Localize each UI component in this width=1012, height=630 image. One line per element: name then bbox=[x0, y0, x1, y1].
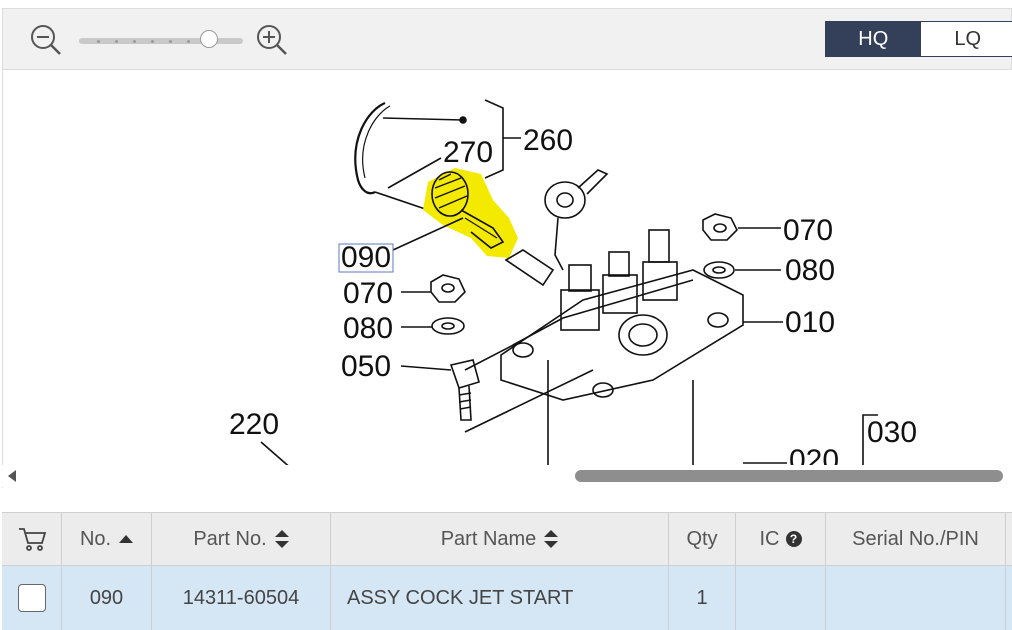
callout-080-left[interactable]: 080 bbox=[343, 312, 393, 345]
callout-080-right[interactable]: 080 bbox=[785, 254, 835, 287]
callout-050[interactable]: 050 bbox=[341, 350, 391, 383]
callout-260[interactable]: 260 bbox=[523, 124, 573, 157]
slider-tick bbox=[187, 39, 190, 43]
table-header-row: No. Part No. Part Name Qty IC ? Serial N… bbox=[2, 512, 1012, 566]
column-header-qty: Qty bbox=[669, 513, 736, 565]
header-ic-label: IC bbox=[759, 527, 780, 550]
diagram-horizontal-scrollbar[interactable] bbox=[2, 465, 1012, 487]
row-select-cell bbox=[2, 566, 62, 630]
hq-button[interactable]: HQ bbox=[826, 22, 921, 56]
zoom-out-icon[interactable] bbox=[29, 23, 63, 57]
cell-spacer bbox=[1006, 566, 1012, 630]
column-header-serial: Serial No./PIN bbox=[826, 513, 1006, 565]
callout-270[interactable]: 270 bbox=[443, 136, 493, 169]
cell-no: 090 bbox=[62, 566, 152, 630]
sort-icon bbox=[274, 530, 289, 548]
callout-090[interactable]: 090 bbox=[341, 241, 391, 274]
cell-ic bbox=[736, 566, 826, 630]
slider-tick bbox=[169, 39, 172, 43]
scroll-left-arrow-icon[interactable] bbox=[8, 470, 16, 482]
zoom-in-icon[interactable] bbox=[255, 23, 289, 57]
header-part-no-label: Part No. bbox=[193, 527, 267, 550]
callout-220[interactable]: 220 bbox=[229, 408, 279, 441]
sort-ascending-icon bbox=[119, 535, 134, 543]
cell-part-name: ASSY COCK JET START bbox=[331, 566, 669, 630]
table-row[interactable]: 090 14311-60504 ASSY COCK JET START 1 bbox=[2, 566, 1012, 630]
parts-table: No. Part No. Part Name Qty IC ? Serial N… bbox=[2, 512, 1012, 630]
header-no-label: No. bbox=[79, 527, 112, 550]
callout-090-selected-box bbox=[338, 243, 394, 273]
column-header-part-name[interactable]: Part Name bbox=[331, 513, 669, 565]
viewer-toolbar: HQ LQ bbox=[2, 8, 1012, 70]
cell-serial bbox=[826, 566, 1006, 630]
slider-tick bbox=[115, 39, 118, 43]
header-qty-label: Qty bbox=[686, 527, 718, 550]
column-header-ic: IC ? bbox=[736, 513, 826, 565]
help-icon[interactable]: ? bbox=[785, 531, 802, 547]
column-header-no[interactable]: No. bbox=[62, 513, 152, 565]
callout-070-left[interactable]: 070 bbox=[343, 277, 393, 310]
sort-icon bbox=[544, 530, 559, 548]
parts-diagram: 260 270 090 bbox=[229, 99, 917, 470]
slider-tick bbox=[151, 39, 154, 43]
scrollbar-thumb[interactable] bbox=[575, 470, 1003, 482]
parts-diagram-viewport[interactable]: 260 270 090 bbox=[2, 70, 1012, 488]
callout-030[interactable]: 030 bbox=[867, 416, 917, 449]
header-part-name-label: Part Name bbox=[440, 527, 537, 550]
callout-070-right[interactable]: 070 bbox=[783, 214, 833, 247]
cell-qty: 1 bbox=[669, 566, 736, 630]
cart-icon bbox=[18, 528, 46, 551]
column-header-spacer bbox=[1006, 513, 1012, 565]
cell-part-no: 14311-60504 bbox=[152, 566, 331, 630]
lq-button[interactable]: LQ bbox=[920, 22, 1012, 56]
quality-toggle: HQ LQ bbox=[825, 21, 1012, 57]
slider-tick bbox=[133, 39, 136, 43]
cart-column-header bbox=[2, 513, 62, 565]
slider-tick bbox=[97, 39, 100, 43]
zoom-slider[interactable] bbox=[79, 30, 243, 48]
column-header-part-no[interactable]: Part No. bbox=[152, 513, 331, 565]
row-checkbox[interactable] bbox=[17, 584, 46, 612]
callout-010[interactable]: 010 bbox=[785, 306, 835, 339]
zoom-slider-thumb[interactable] bbox=[200, 30, 219, 48]
header-serial-label: Serial No./PIN bbox=[852, 527, 979, 550]
